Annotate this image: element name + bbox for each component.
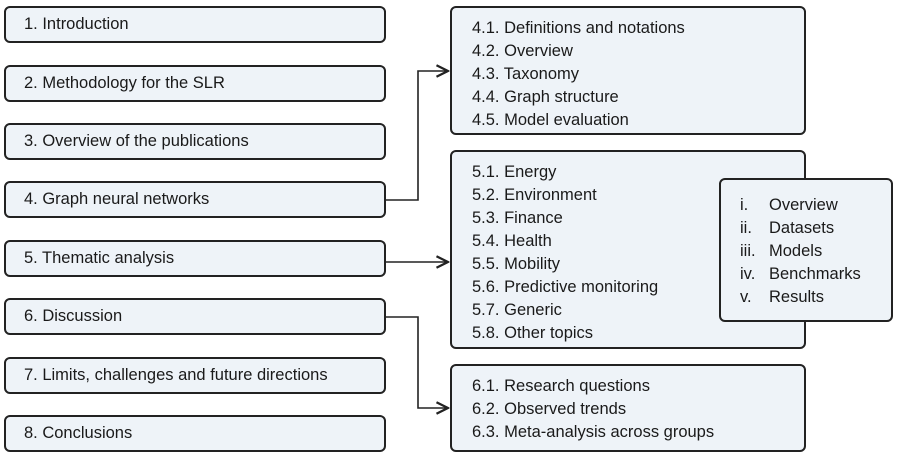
topic-part-results: v.Results [740,288,825,306]
subsection-5-2: 5.2. Environment [472,186,597,204]
section-7-limits: 7. Limits, challenges and future directi… [4,357,386,394]
arrow-section6-to-discussion [386,316,448,408]
section-2-methodology: 2. Methodology for the SLR [4,65,386,102]
subsection-6-2: 6.2. Observed trends [472,400,627,418]
subsection-5-6: 5.6. Predictive monitoring [472,278,659,296]
subsection-4-5: 4.5. Model evaluation [472,111,629,129]
subsection-4-3: 4.3. Taxonomy [472,65,580,83]
subsection-6-1: 6.1. Research questions [472,377,650,395]
section-3-overview: 3. Overview of the publications [4,123,386,160]
section-5-thematic: 5. Thematic analysis [4,240,386,277]
topic-structure-box: i.Overview ii.Datasets iii.Models iv.Ben… [719,178,893,322]
arrow-section4-to-gnn [386,71,448,201]
subsection-5-3: 5.3. Finance [472,209,563,227]
gnn-subsections-box: 4.1. Definitions and notations 4.2. Over… [450,6,806,135]
section-6-discussion: 6. Discussion [4,298,386,335]
section-1-introduction: 1. Introduction [4,6,386,43]
subsection-5-8: 5.8. Other topics [472,324,594,342]
topic-part-datasets: ii.Datasets [740,219,835,237]
section-4-gnn: 4. Graph neural networks [4,181,386,218]
section-8-conclusions: 8. Conclusions [4,415,386,452]
subsection-5-4: 5.4. Health [472,232,552,250]
subsection-4-2: 4.2. Overview [472,42,573,60]
topic-part-benchmarks: iv.Benchmarks [740,265,861,283]
topic-part-models: iii.Models [740,242,823,260]
subsection-6-3: 6.3. Meta-analysis across groups [472,423,715,441]
subsection-4-1: 4.1. Definitions and notations [472,19,685,37]
subsection-5-7: 5.7. Generic [472,301,562,319]
discussion-subsections-box: 6.1. Research questions 6.2. Observed tr… [450,364,806,452]
topic-part-overview: i.Overview [740,196,838,214]
subsection-5-5: 5.5. Mobility [472,255,561,273]
subsection-5-1: 5.1. Energy [472,163,557,181]
subsection-4-4: 4.4. Graph structure [472,88,619,106]
